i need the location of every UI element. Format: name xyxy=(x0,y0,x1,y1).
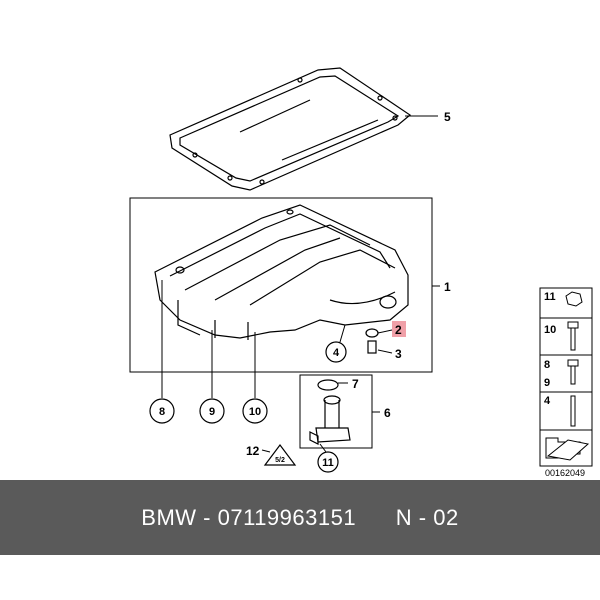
screw-head-icon xyxy=(567,359,579,367)
washer xyxy=(365,328,379,338)
drain-plug xyxy=(367,340,377,354)
nut-icon xyxy=(565,291,583,307)
legend-item-9: 9 xyxy=(544,377,550,389)
part-number: 07119963151 xyxy=(217,504,357,530)
brand-separator: - xyxy=(196,504,218,530)
callout-7: 7 xyxy=(352,377,359,391)
warning-label: 5/2 xyxy=(263,444,297,466)
brand-name: BMW xyxy=(141,504,197,530)
callout-6: 6 xyxy=(384,406,391,420)
callout-2: 2 xyxy=(395,323,402,337)
bottom-space xyxy=(0,555,600,600)
callout-4: 4 xyxy=(333,347,340,359)
oil-level-sensor xyxy=(309,395,351,445)
legend-item-8: 8 xyxy=(544,359,550,371)
callout-8: 8 xyxy=(159,406,165,418)
arrow-icon xyxy=(546,439,590,461)
svg-text:5/2: 5/2 xyxy=(275,457,285,464)
callout-12: 12 xyxy=(246,444,260,458)
stud-icon xyxy=(570,395,576,427)
callout-10: 10 xyxy=(249,406,261,418)
oil-pan-gasket xyxy=(169,67,411,191)
screw-shaft-icon xyxy=(570,365,576,385)
part-number-bar: BMW - 07119963151 N - 02 xyxy=(0,480,600,555)
parts-diagram: 5/2 5 1 2 3 7 6 12 4 8 9 10 11 11 10 8 9… xyxy=(129,67,593,478)
legend-item-10: 10 xyxy=(544,324,556,336)
callout-11: 11 xyxy=(322,457,334,469)
legend-code: 00162049 xyxy=(545,468,585,478)
callout-3: 3 xyxy=(395,347,402,361)
legend-item-4: 4 xyxy=(544,395,551,407)
callout-1: 1 xyxy=(444,280,451,294)
oil-pan xyxy=(154,204,409,340)
bolt-head-icon xyxy=(567,321,579,329)
page-code: N - 02 xyxy=(395,504,459,530)
assembly-frame xyxy=(129,197,433,373)
callout-9: 9 xyxy=(209,406,215,418)
fastener-legend: 11 10 8 9 4 xyxy=(539,287,593,467)
highlight-box xyxy=(392,321,406,337)
gap xyxy=(356,505,396,531)
o-ring xyxy=(317,379,339,391)
legend-item-11: 11 xyxy=(544,291,556,303)
bolt-shaft-icon xyxy=(570,327,576,351)
sensor-frame xyxy=(299,374,373,449)
callout-5: 5 xyxy=(444,110,451,124)
